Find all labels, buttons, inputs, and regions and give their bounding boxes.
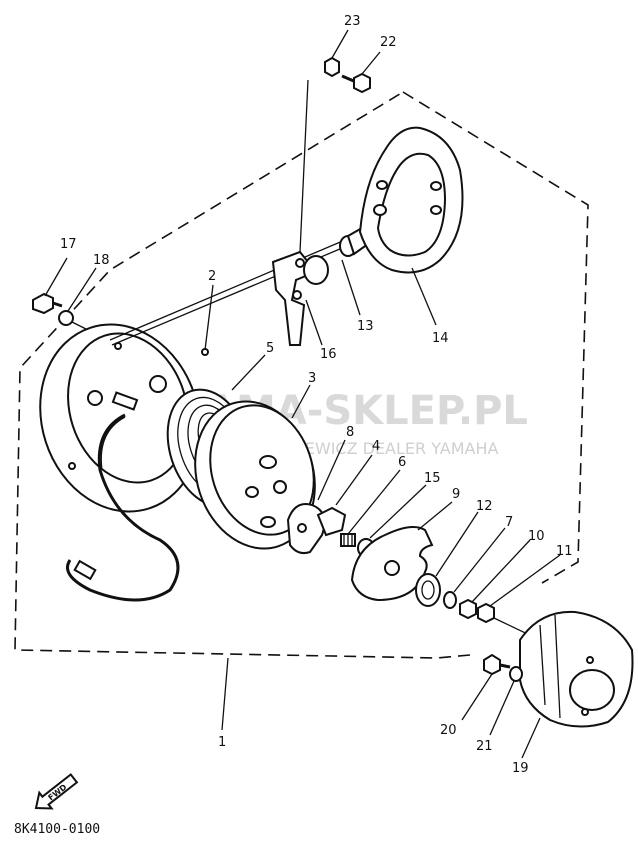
leader-3 <box>291 384 311 419</box>
diagram-code: 8K4100-0100 <box>14 822 100 837</box>
spring-6 <box>340 533 356 547</box>
part-label-20: 20 <box>440 723 457 738</box>
part-label-18: 18 <box>93 253 110 268</box>
nut-11 <box>477 602 495 624</box>
part-label-3: 3 <box>308 371 316 386</box>
part-label-16: 16 <box>320 347 337 362</box>
part-label-8: 8 <box>346 425 354 440</box>
leader-16 <box>305 299 323 346</box>
assembly-boundary <box>14 91 589 659</box>
leader-9 <box>417 501 453 531</box>
pawl-8 <box>286 503 326 555</box>
starter-handle-14 <box>358 126 464 274</box>
bolt-22 <box>341 72 371 94</box>
drum-sheave-3 <box>194 400 316 550</box>
leader-4 <box>335 454 373 506</box>
part-label-6: 6 <box>398 455 406 470</box>
rope-guide-16 <box>271 250 329 346</box>
part-label-15: 15 <box>424 471 441 486</box>
part-label-7: 7 <box>505 515 513 530</box>
part-label-13: 13 <box>357 319 374 334</box>
washer-21 <box>509 666 523 682</box>
leader-19 <box>521 717 541 759</box>
part-label-5: 5 <box>266 341 274 356</box>
part-label-2: 2 <box>208 269 216 284</box>
cable-loop <box>66 413 180 602</box>
leader-20 <box>461 673 493 721</box>
part-label-21: 21 <box>476 739 493 754</box>
leader-17 <box>44 257 68 297</box>
leader-2 <box>204 284 214 351</box>
leader-12 <box>435 511 479 577</box>
rope <box>109 239 346 341</box>
part-label-1: 1 <box>218 735 226 750</box>
part-label-22: 22 <box>380 35 397 50</box>
leader-10 <box>471 539 531 603</box>
part-label-14: 14 <box>432 331 449 346</box>
leader-6 <box>347 469 401 535</box>
forward-arrow: FWD <box>34 773 79 810</box>
part-label-10: 10 <box>528 529 545 544</box>
leader-21 <box>489 680 515 736</box>
part-label-11: 11 <box>556 544 573 559</box>
leader-13 <box>341 259 361 316</box>
part-label-23: 23 <box>344 14 361 29</box>
bolt-20 <box>483 653 511 676</box>
leader-7 <box>453 527 506 593</box>
leader-5 <box>231 354 266 391</box>
leader-8 <box>317 439 346 501</box>
part-label-19: 19 <box>512 761 529 776</box>
washer-7 <box>443 591 457 609</box>
pulley-19 <box>519 610 634 728</box>
leader-23 <box>331 29 349 59</box>
friction-plate-9 <box>350 525 434 602</box>
part-label-17: 17 <box>60 237 77 252</box>
part-label-12: 12 <box>476 499 493 514</box>
leader-22 <box>361 51 381 75</box>
nut-23 <box>324 56 340 78</box>
washer-12 <box>415 573 441 607</box>
part-label-4: 4 <box>372 439 380 454</box>
pawl-spring-4 <box>316 506 347 537</box>
leader-15 <box>369 484 427 539</box>
leader-1 <box>221 657 229 731</box>
leader-11 <box>489 554 561 607</box>
nut-10 <box>459 598 477 620</box>
washer-18 <box>58 310 74 326</box>
leader-14 <box>411 267 437 326</box>
bolt-17 <box>32 292 63 315</box>
leader-18 <box>67 267 97 312</box>
part-label-9: 9 <box>452 487 460 502</box>
guide-axis <box>299 79 309 253</box>
